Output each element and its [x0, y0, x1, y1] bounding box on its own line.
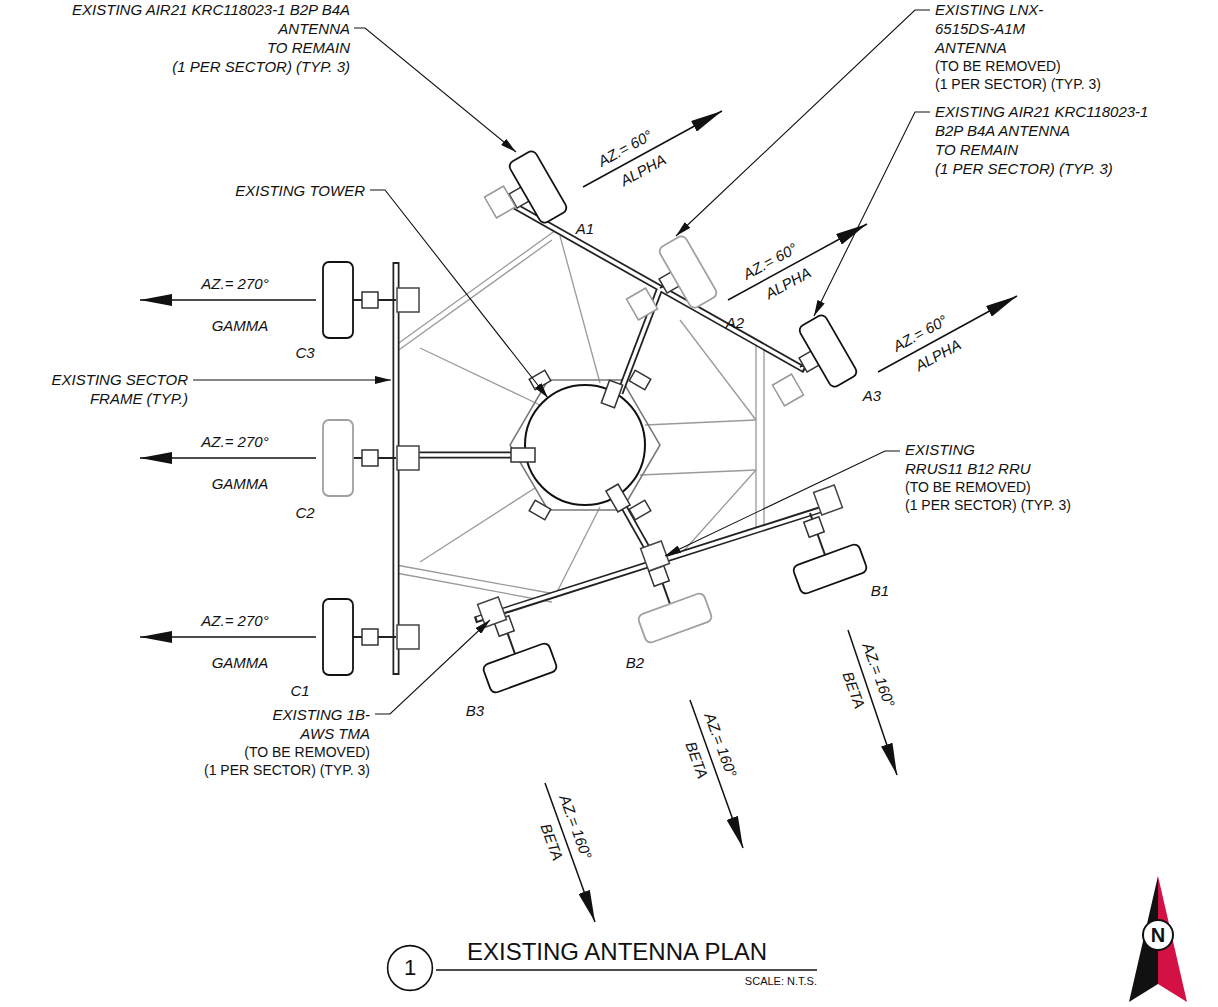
- callout-note: TO REMAIN: [935, 140, 1018, 159]
- callout-note: (1 PER SECTOR) (TYP. 3): [172, 57, 350, 76]
- antenna-position: B1: [871, 581, 889, 600]
- callout-note: (1 PER SECTOR) (TYP. 3): [935, 75, 1101, 93]
- callout-note: EXISTING RRUS11 B12 RRU: [905, 440, 1035, 478]
- callout-note: TO REMAIN: [267, 38, 350, 57]
- sector-name: GAMMA: [212, 316, 269, 335]
- callout-note: (1 PER SECTOR) (TYP. 3): [204, 761, 370, 779]
- azimuth-label: AZ.= 270°: [201, 432, 268, 451]
- antenna-position: C3: [295, 343, 314, 362]
- drawing-title: EXISTING ANTENNA PLAN: [467, 938, 767, 966]
- antenna-position: B3: [466, 701, 484, 720]
- antenna-position: A2: [726, 313, 744, 332]
- node-text: N: [1141, 918, 1175, 952]
- callout-note: EXISTING AIR21 KRC118023-1 B2P B4A ANTEN…: [5, 0, 350, 38]
- callout-note: EXISTING AIR21 KRC118023-1 B2P B4A ANTEN…: [5, 0, 350, 76]
- sector-name: GAMMA: [212, 653, 269, 672]
- antenna-position: C2: [295, 503, 314, 522]
- callout-note: EXISTING LNX-6515DS-A1M ANTENNA(TO BE RE…: [935, 0, 1205, 93]
- sector-name: BETA: [537, 821, 568, 863]
- callout-note: EXISTING AIR21 KRC118023-1 B2P B4A ANTEN…: [935, 102, 1210, 178]
- sector-name: BETA: [839, 669, 870, 711]
- antenna-position: A3: [863, 386, 881, 405]
- antenna-position: A1: [576, 219, 594, 238]
- callout-note: EXISTING TOWER: [170, 181, 365, 200]
- sector-name: GAMMA: [212, 474, 269, 493]
- callout-note: EXISTING AIR21 KRC118023-1 B2P B4A ANTEN…: [935, 102, 1170, 140]
- callout-note: (1 PER SECTOR) (TYP. 3): [905, 496, 1071, 514]
- azimuth-label: AZ.= 270°: [201, 611, 268, 630]
- antenna-position: B2: [626, 653, 644, 672]
- node-text: 1: [386, 944, 434, 992]
- detail-number-circle: 1: [386, 944, 434, 992]
- scale-note: SCALE: N.T.S.: [600, 975, 817, 988]
- sector-name: BETA: [682, 739, 713, 781]
- callout-note: (TO BE REMOVED): [935, 57, 1061, 75]
- callout-note: (1 PER SECTOR) (TYP. 3): [935, 159, 1113, 178]
- callout-note: EXISTING RRUS11 B12 RRU(TO BE REMOVED)(1…: [905, 440, 1195, 514]
- callout-note: (TO BE REMOVED): [244, 743, 370, 761]
- callout-note: EXISTING LNX-6515DS-A1M ANTENNA: [935, 0, 1085, 57]
- callout-note: EXISTING 1B-AWS TMA: [260, 705, 370, 743]
- callout-note: (TO BE REMOVED): [905, 478, 1031, 496]
- north-arrow-circle: N: [1141, 918, 1175, 952]
- callout-note: EXISTING 1B-AWS TMA(TO BE REMOVED)(1 PER…: [160, 705, 370, 779]
- callout-note: EXISTING SECTOR FRAME (TYP.): [28, 370, 188, 408]
- azimuth-label: AZ.= 270°: [201, 274, 268, 293]
- antenna-position: C1: [290, 681, 309, 700]
